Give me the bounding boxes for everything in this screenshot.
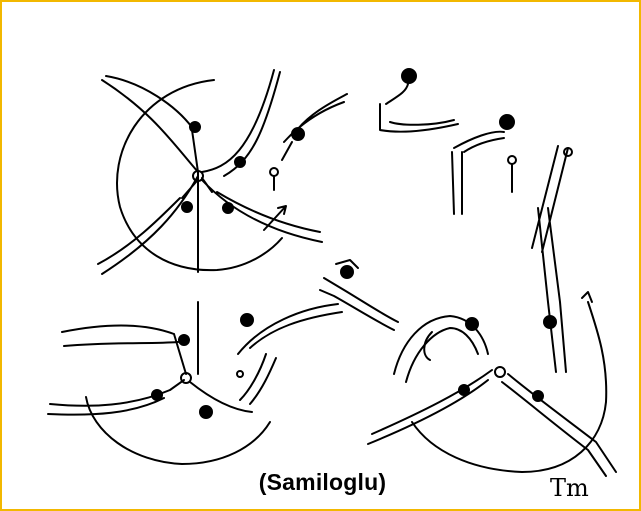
gymnast-figure: [189, 353, 277, 413]
gymnast-head: [532, 390, 544, 402]
gymnast-arm: [335, 259, 359, 269]
gymnast-head: [465, 317, 479, 331]
gymnast-figure: [47, 379, 185, 416]
gymnast-figure: [531, 145, 569, 373]
rotation-arc: [411, 301, 608, 473]
gymnast-figure: [451, 130, 505, 215]
figure-caption: (Samiloglu): [258, 469, 387, 495]
motion-arrow: [263, 205, 287, 231]
handle-ring: [494, 366, 506, 378]
gymnast-figure: [201, 177, 323, 243]
handle-ring: [269, 167, 279, 177]
handle-ring: [563, 147, 573, 157]
lower-right-rotation-group: [367, 291, 617, 477]
gymnast-figure: [367, 369, 493, 445]
artist-signature: Tm: [550, 474, 589, 502]
gymnast-head: [234, 156, 246, 168]
gymnast-head: [499, 114, 515, 130]
gymnast-head: [222, 202, 234, 214]
gymnast-head: [151, 389, 163, 401]
gymnast-head: [291, 127, 305, 141]
gymnast-head: [199, 405, 213, 419]
gymnast-head: [543, 315, 557, 329]
gymnast-head: [458, 384, 470, 396]
handle-ring: [507, 155, 517, 165]
upper-right-sequence: [269, 68, 573, 373]
upper-left-rotation-group: [97, 69, 323, 275]
gymnast-figure: [201, 69, 281, 177]
gymnast-figure: [393, 315, 489, 383]
gymnast-figure: [319, 277, 399, 331]
motion-arrow: [581, 291, 593, 303]
rotation-arc: [85, 396, 271, 465]
gymnast-head: [189, 121, 201, 133]
gymnast-head: [178, 334, 190, 346]
mid-figure: [319, 259, 399, 331]
handle-ring: [236, 370, 244, 378]
gymnast-figure: [61, 324, 187, 375]
gymnast-head: [181, 201, 193, 213]
gymnast-figure: [101, 75, 199, 173]
gymnast-figure: [379, 83, 459, 133]
gymnast-figure: [97, 175, 199, 275]
rotation-arc: [116, 79, 283, 272]
motion-arrow: [423, 331, 433, 361]
gymnast-head: [240, 313, 254, 327]
lower-left-rotation-group: [47, 301, 343, 465]
gymnast-figure: [237, 303, 343, 355]
gymnast-head: [401, 68, 417, 84]
gymnast-head: [340, 265, 354, 279]
gymnast-figure: [281, 93, 348, 161]
gymnast-figure: [501, 373, 617, 477]
